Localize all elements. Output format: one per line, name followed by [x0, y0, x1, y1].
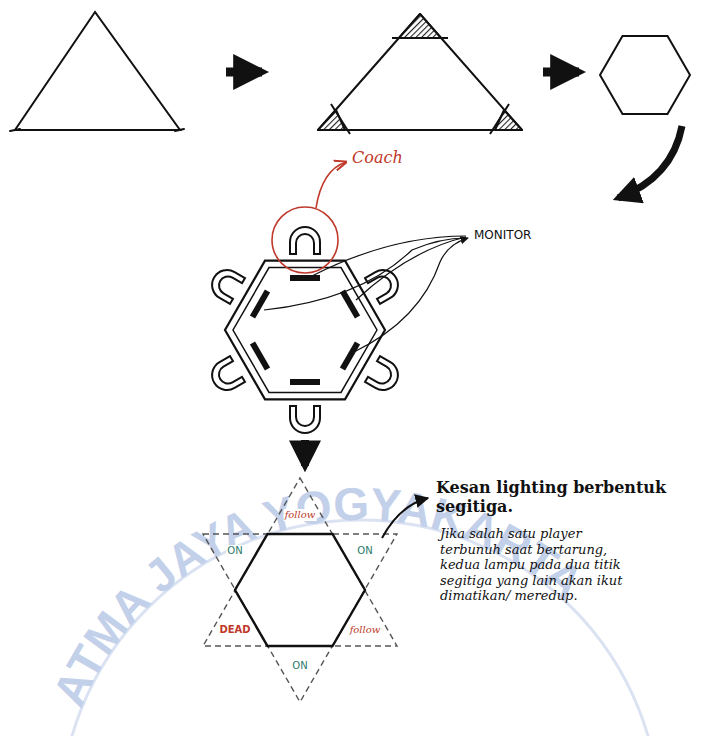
coach-leader [316, 162, 346, 208]
note-body: Jika salah satu player terbunuh saat ber… [440, 526, 630, 604]
leader-line [356, 237, 466, 300]
monitor-label: MONITOR [474, 228, 531, 242]
down-arrow [301, 440, 309, 466]
chairs [207, 227, 404, 433]
vertex-state-label: DEAD [218, 624, 251, 636]
coach-highlight-circle [272, 207, 338, 273]
monitor-bar [340, 342, 360, 371]
monitor-bar [250, 290, 270, 319]
vertex-state-label: ON [291, 660, 308, 672]
table-hexagon [235, 534, 365, 646]
table-inner-outline [233, 268, 377, 393]
monitor-bar [250, 342, 270, 371]
gaming-table [207, 162, 468, 433]
vertex-state-label: follow [284, 509, 317, 521]
table-outline [225, 261, 385, 400]
chair-symbol [207, 265, 245, 304]
vertex-state-label: ON [226, 545, 243, 557]
step-arrow [543, 68, 579, 77]
monitor-leaders [264, 236, 468, 352]
vertex-state-label: ON [356, 545, 373, 557]
dashed-triangle [203, 478, 397, 646]
chair-symbol [365, 265, 403, 304]
step-arrow [226, 68, 262, 77]
triangle-ticks [10, 129, 184, 131]
curved-arrow [618, 126, 682, 198]
vertex-state-label: follow [349, 624, 382, 636]
leader-line [354, 238, 468, 352]
note-heading: Kesan lighting berbentuk segitiga. [436, 478, 698, 516]
dashed-triangle [203, 534, 397, 702]
lighting-star [203, 478, 397, 702]
coach-label: Coach [352, 148, 403, 167]
monitor-bar [340, 290, 360, 319]
triangle-outline [15, 12, 180, 130]
chair-symbol [290, 227, 320, 254]
chair-symbol [290, 406, 320, 433]
hatched-corner [399, 14, 441, 38]
monitor-bar [290, 275, 320, 281]
cut-line [331, 38, 509, 134]
hexagon-sketch [600, 36, 690, 114]
triangle-sketch [10, 12, 184, 131]
chair-symbol [365, 356, 403, 395]
chair-symbol [207, 356, 245, 395]
note-arrow [382, 498, 428, 538]
triangle-outline [318, 14, 522, 130]
monitor-bar [290, 379, 320, 385]
cut-triangle-sketch [318, 14, 522, 134]
